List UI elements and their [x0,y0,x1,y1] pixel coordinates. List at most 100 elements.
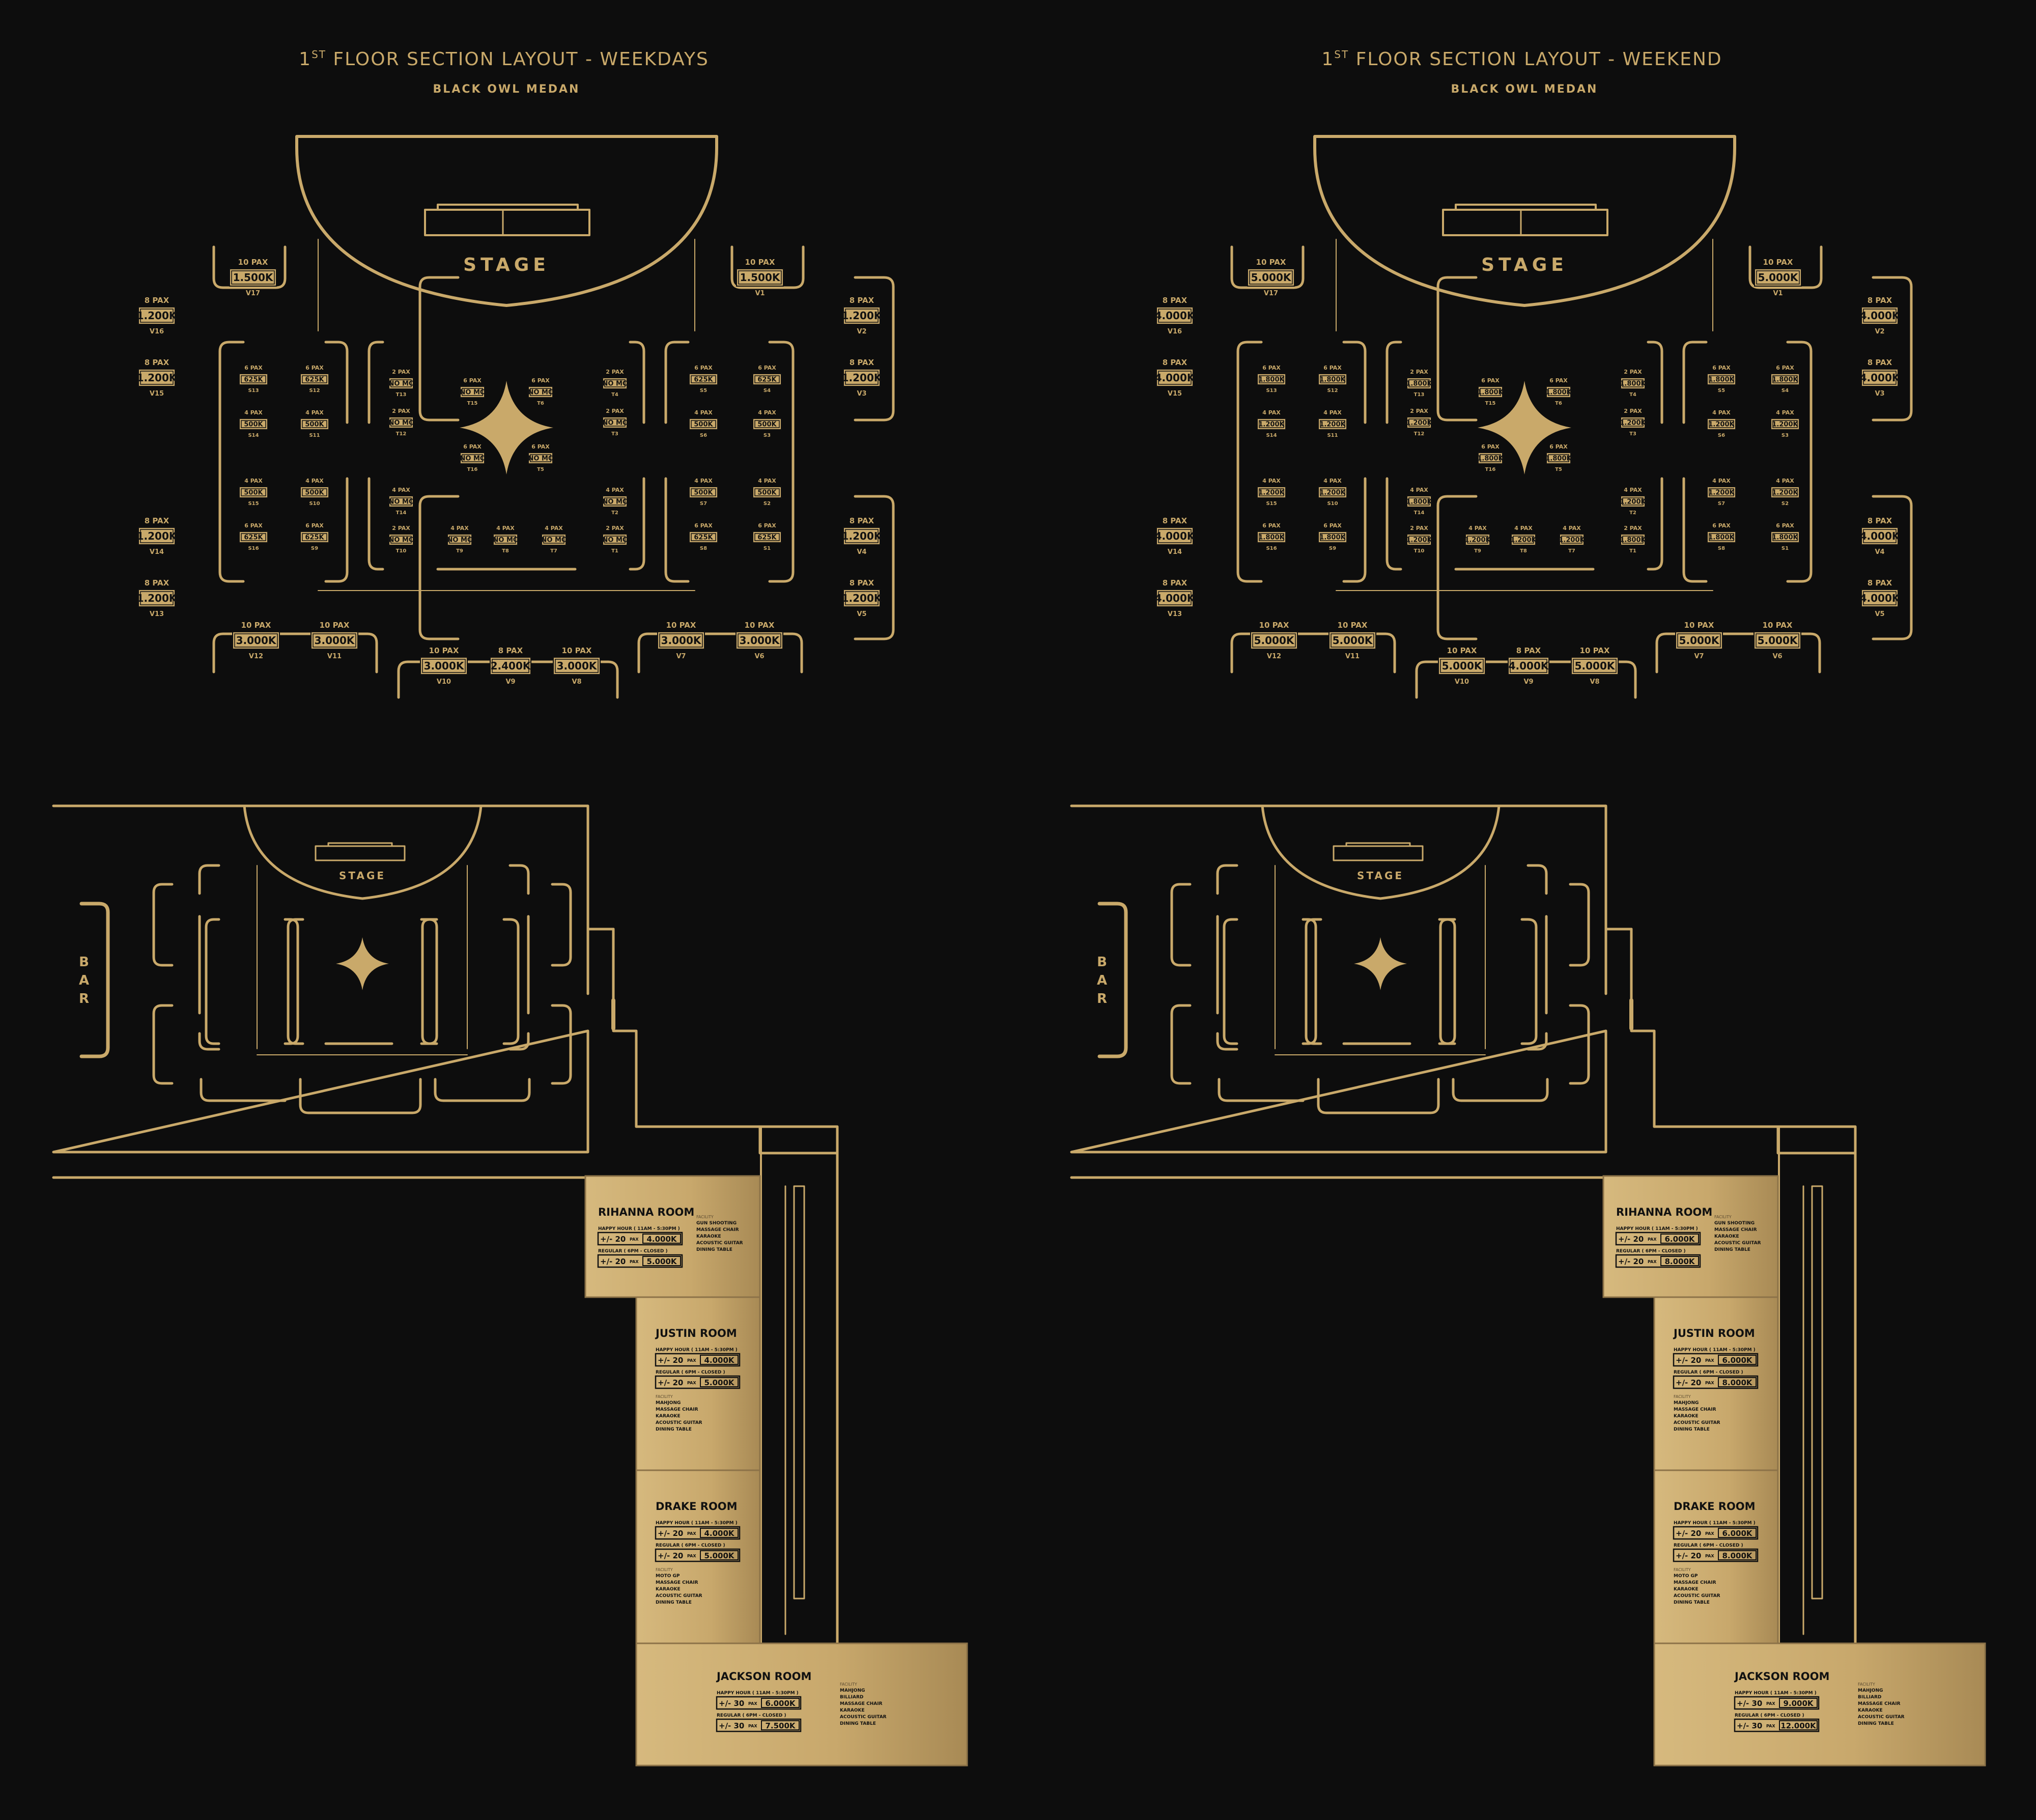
seat-pax-label: 6 PAX [1549,377,1568,384]
seat-price-inner [140,309,174,323]
small-stage-booth [315,842,406,861]
room-facility-item: DINING TABLE [656,1427,692,1432]
seat-price: 1.200K [1464,537,1491,544]
corridor-rail [1811,1185,1823,1600]
seat-code: T4 [611,392,618,398]
seat-pax-label: 6 PAX [305,365,324,371]
seat-price-inner [1259,420,1284,428]
seat-pax-label: 4 PAX [758,478,776,484]
seat-code: T6 [1555,401,1562,406]
room-name: RIHANNA ROOM [1616,1206,1712,1218]
room-rate-price-box [1718,1528,1757,1538]
room-facility-item: ACOUSTIC GUITAR [656,1593,702,1599]
seating-outline-15 [434,1078,531,1102]
seat-price-plate [528,386,553,398]
seat-price: 1.800K [1708,534,1735,542]
seat-code: V4 [1875,548,1884,556]
seat-price-inner [390,418,412,427]
room-rate-pax-word: PAX [1705,1358,1714,1363]
seat-price-inner [1561,536,1582,544]
seat-price-inner [1408,418,1430,427]
seat-price-plate [1754,268,1802,287]
room-rate-price-box [700,1528,739,1538]
bar-label-letter: A [79,973,89,988]
seat-price: 1.200K [1319,421,1346,429]
seat-code: S5 [700,388,707,394]
seat-pax-label: 10 PAX [1580,646,1610,655]
room-rate-box [1673,1375,1759,1389]
seat-price: 4.000K [1860,310,1901,322]
seat-pax-label: 4 PAX [1712,409,1731,416]
seat-code: T4 [1629,392,1636,398]
seat-code: V7 [1694,653,1704,660]
seat-price-plate [239,418,268,430]
small-stage-outline [1261,804,1501,900]
seat-price: 1.800K [1477,455,1504,463]
seat-price-plate [736,631,783,650]
seat-price-plate [1328,631,1376,650]
seat-price-plate [1465,534,1490,546]
room-rate-pax-word: PAX [748,1724,757,1728]
seat-price-inner [1320,488,1345,496]
seat-price-plate [229,268,277,287]
seat-price-plate [1620,534,1646,546]
seat-code: T12 [396,431,407,437]
seat-price: 5.000K [1575,660,1616,672]
seat-price: 1.200K [1620,419,1646,427]
seat-code: S15 [1266,501,1277,507]
seat-price-plate [460,452,485,464]
seat-pax-label: 10 PAX [1684,621,1714,630]
room-rate-box [1615,1231,1701,1246]
seat-code: T13 [396,392,407,398]
seat-code: T8 [1520,548,1527,554]
room-facility-item: MASSAGE CHAIR [1858,1701,1901,1706]
seat-code: T10 [1414,548,1425,554]
seat-price-plate [1478,386,1503,398]
vip-booth-v17 [212,245,287,289]
room-rate-box [597,1254,683,1268]
seat-price: 1.200K [137,530,178,542]
seat-price: NO MC [603,419,628,427]
room-rate-box [1673,1526,1759,1540]
seat-code: S11 [309,433,320,438]
stage-dj-booth [1442,204,1608,236]
seat-code: T9 [1474,548,1481,554]
seat-price-plate [493,534,518,546]
room-facility-item: MOTO GP [656,1574,680,1579]
room-facility-item: MASSAGE CHAIR [696,1227,739,1233]
seat-price-plate [1156,589,1194,607]
room-rate-pax-word: PAX [1648,1259,1657,1264]
room-rate-box [1734,1718,1820,1732]
seat-code: V5 [857,610,866,618]
seat-price-inner [530,388,551,396]
seat-code: S8 [700,546,707,551]
room-name: DRAKE ROOM [656,1500,738,1513]
seat-price-inner [1622,418,1644,427]
room-rate-label: HAPPY HOUR ( 11AM - 5:30PM ) [1616,1226,1698,1231]
room-facility-item: KARAOKE [1674,1414,1699,1419]
seat-code: T2 [1629,510,1636,516]
seat-code: V12 [249,653,263,660]
seat-price: 5.000K [1333,634,1373,647]
seat-code: V17 [246,290,260,297]
room-facility-item: MASSAGE CHAIR [1674,1580,1716,1585]
room-rate-box [1673,1353,1759,1367]
room-facility-item: DINING TABLE [696,1247,732,1252]
seat-price-plate [300,418,329,430]
seat-price-plate [1406,377,1432,389]
seat-pax-label: 8 PAX [145,516,169,525]
seat-price-inner [845,309,879,323]
seat-price: NO MC [460,389,485,397]
seat-price: 625K [757,376,777,384]
room-rate-price: 6.000K [765,1699,796,1708]
seat-code: T15 [467,401,478,406]
seat-pax-label: 6 PAX [758,365,776,371]
